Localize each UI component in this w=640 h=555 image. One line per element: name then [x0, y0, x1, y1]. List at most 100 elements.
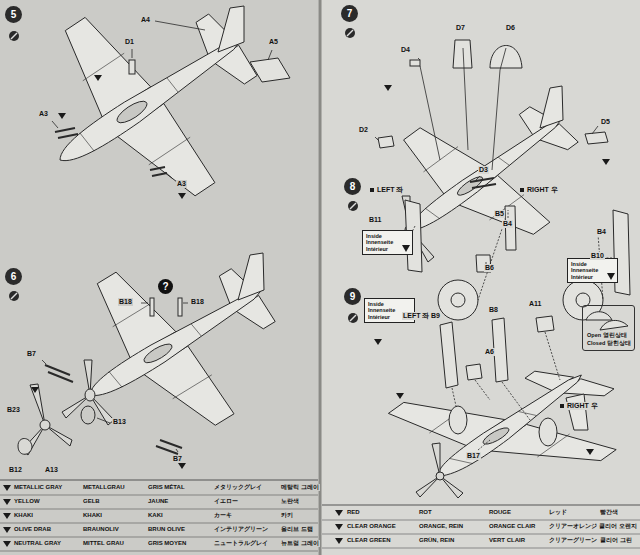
question-text: ?: [162, 282, 168, 292]
paint-name: GELB: [82, 498, 101, 505]
paint-name: CLEAR GREEN: [346, 537, 392, 544]
paint-name: RED: [346, 509, 361, 516]
part-number: B13: [112, 418, 127, 426]
paint-name: METALLIC GRAY: [13, 484, 63, 491]
part-number: B4: [596, 228, 607, 236]
note-text: Open 열린상태: [587, 332, 631, 340]
leader-line: [42, 21, 613, 452]
paint-name: 노란색: [280, 498, 300, 505]
part-number: D3: [478, 166, 489, 174]
paint-name: CLEAR ORANGE: [346, 523, 397, 530]
part-number: A3: [38, 110, 49, 118]
part-number: A3: [176, 180, 187, 188]
part-number: A11: [528, 300, 542, 308]
part-number: D7: [455, 24, 466, 32]
paint-name: 클리어 그린: [599, 537, 633, 544]
part-number: A4: [140, 16, 151, 24]
paint-name: BRAUNOLIV: [82, 526, 120, 533]
note-text: Inside Innenseite Intérieur: [366, 233, 400, 252]
part-number: B23: [6, 406, 21, 414]
direction-label: RIGHT 우: [526, 186, 559, 194]
paint-name: GRIS MÉTAL: [147, 484, 186, 491]
aircraft-drawing: [0, 0, 640, 500]
paint-name: GRIS MOYEN: [147, 540, 187, 547]
part-number: B17: [466, 452, 481, 460]
part-number: A13: [44, 466, 59, 474]
part-number: D5: [600, 118, 611, 126]
part-number: A5: [268, 38, 279, 46]
paint-name: METALLGRAU: [82, 484, 126, 491]
paint-name: VERT CLAIR: [488, 537, 526, 544]
part-number: D2: [358, 126, 369, 134]
paint-name: KHAKI: [13, 512, 34, 519]
note-text: Inside Innenseite Intérieur: [571, 261, 605, 280]
paint-name: KAKI: [147, 512, 164, 519]
step-number: 5: [5, 6, 22, 23]
direction-label: LEFT 좌: [376, 186, 404, 194]
part-number: D1: [124, 38, 135, 46]
paint-name: MITTEL GRAU: [82, 540, 125, 547]
step-number-text: 7: [347, 9, 353, 19]
step-number: 6: [5, 268, 22, 285]
part-number: D4: [400, 46, 411, 54]
part-number: A6: [484, 348, 495, 356]
canopy-inset-box: Open 열린상태Closed 닫힌상태: [582, 305, 635, 351]
step-number: 9: [344, 288, 361, 305]
part-number: B6: [484, 264, 495, 272]
paint-name: 카키: [280, 512, 294, 519]
paint-name: 뉴트럴 그레이: [280, 540, 320, 547]
paint-name: 메탈릭 그레이: [280, 484, 320, 491]
step-number-text: 8: [350, 182, 356, 192]
propeller: [18, 196, 463, 498]
paint-name: BRUN OLIVE: [147, 526, 186, 533]
part-number: B11: [368, 216, 382, 224]
paint-name: ORANGE, REIN: [418, 523, 464, 530]
step-number: 8: [344, 178, 361, 195]
paint-name: KHAKI: [82, 512, 103, 519]
paint-name: NEUTRAL GRAY: [13, 540, 62, 547]
paint-marker: [31, 75, 610, 469]
paint-name: JAUNE: [147, 498, 169, 505]
paint-marker: [607, 273, 615, 280]
paint-name: 빨간색: [599, 509, 619, 516]
paint-name: ROT: [418, 509, 433, 516]
part-number: B7: [26, 350, 37, 358]
paint-name: 올리브 드랩: [280, 526, 314, 533]
paint-name: GRÜN, REIN: [418, 537, 455, 544]
paint-name: インテリアグリーン: [213, 526, 269, 533]
step-number-text: 6: [11, 272, 17, 282]
part-number: B18: [118, 298, 133, 306]
direction-label: RIGHT 우: [566, 402, 599, 410]
small-part: [45, 40, 630, 454]
step-number-text: 5: [11, 10, 17, 20]
step-number: 7: [341, 5, 358, 22]
paint-name: OLIVE DRAB: [13, 526, 52, 533]
question-mark: ?: [158, 279, 173, 294]
step-number-text: 9: [350, 292, 356, 302]
paint-name: クリアーオレンジ: [548, 523, 598, 530]
note-text: Closed 닫힌상태: [587, 340, 631, 348]
paint-name: メタリックグレイ: [213, 484, 263, 491]
part-number: D6: [505, 24, 516, 32]
paint-name: レッド: [548, 509, 568, 516]
part-number: B8: [488, 306, 499, 314]
part-number: B12: [8, 466, 23, 474]
note-text: Inside Innenseite Intérieur: [368, 301, 402, 320]
part-number: B10: [590, 252, 605, 260]
paint-name: 클리어 오렌지: [598, 523, 638, 530]
paint-name: ニュートラルグレイ: [213, 540, 269, 547]
part-number: B7: [172, 455, 183, 463]
paint-name: カーキ: [213, 512, 233, 519]
part-number: B9: [430, 312, 441, 320]
paint-name: ROUGE: [488, 509, 512, 516]
paint-name: YELLOW: [13, 498, 41, 505]
direction-label: LEFT 좌: [402, 312, 430, 320]
part-number: B18: [190, 298, 205, 306]
paint-name: ORANGE CLAIR: [488, 523, 536, 530]
part-number: B5: [494, 210, 505, 218]
part-number: B4: [502, 220, 513, 228]
paint-name: イエロー: [213, 498, 239, 505]
paint-name: クリアーグリーン: [548, 537, 598, 544]
